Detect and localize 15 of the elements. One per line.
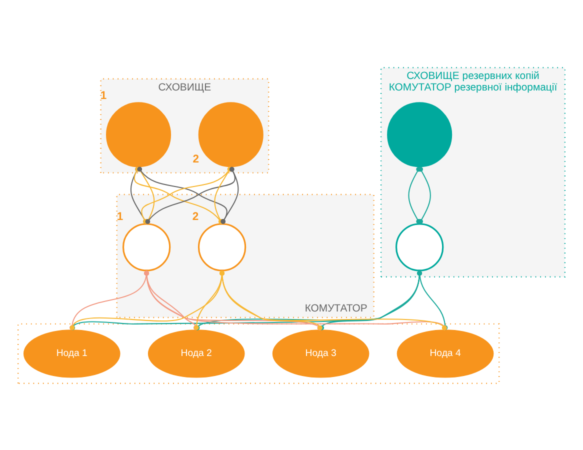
node-label: 2 bbox=[192, 153, 199, 166]
node-circle bbox=[198, 222, 246, 271]
node-label: 1 bbox=[100, 90, 107, 102]
node-circle bbox=[396, 222, 444, 271]
node-circle bbox=[198, 102, 264, 167]
node-ellipse: Нода 1 bbox=[23, 329, 120, 378]
node-circle bbox=[106, 102, 172, 167]
node-label: 1 bbox=[116, 210, 124, 223]
connector bbox=[418, 166, 431, 224]
node-circle bbox=[122, 222, 171, 271]
node-ellipse: Нода 3 bbox=[272, 329, 370, 378]
node-label: 2 bbox=[192, 210, 199, 223]
node-ellipse: Нода 2 bbox=[148, 329, 245, 378]
node-ellipse: Нода 4 bbox=[396, 329, 494, 378]
node-circle bbox=[387, 102, 452, 167]
